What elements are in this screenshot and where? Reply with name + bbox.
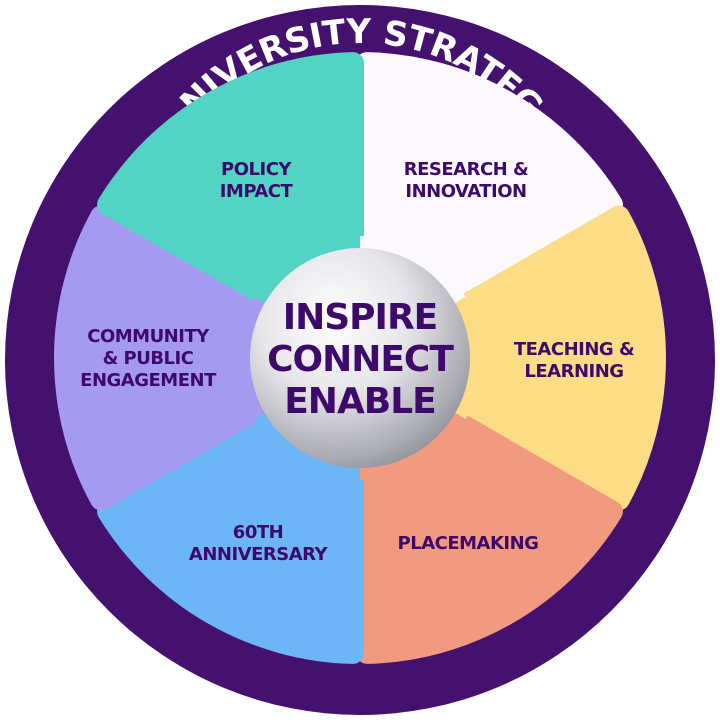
segment-label-line: POLICY xyxy=(221,159,292,180)
segments: RESEARCH &INNOVATION TEACHING &LEARNING PL… xyxy=(54,52,666,664)
segment-label-research-innovation: RESEARCH &INNOVATION xyxy=(404,159,528,202)
segment-label-line: RESEARCH & xyxy=(404,159,528,180)
segment-label-line: ENGAGEMENT xyxy=(80,370,217,391)
center-label-line: INSPIRE xyxy=(283,297,438,338)
segment-label-line: INNOVATION xyxy=(405,181,526,202)
segment-label-line: & PUBLIC xyxy=(103,348,194,369)
segment-label-line: LEARNING xyxy=(524,361,623,382)
center-sphere xyxy=(250,248,470,468)
segment-label-teaching-learning: TEACHING &LEARNING xyxy=(514,339,634,382)
segment-label-line: ANNIVERSARY xyxy=(189,544,329,565)
segment-label-line: TEACHING & xyxy=(514,339,634,360)
center-label-line: CONNECT xyxy=(267,339,454,380)
center-label-line: ENABLE xyxy=(284,381,436,422)
segment-label-line: COMMUNITY xyxy=(87,326,210,347)
segment-label-line: IMPACT xyxy=(220,181,294,202)
segment-label-placemaking: PLACEMAKING xyxy=(398,533,539,554)
segment-label-line: 60TH xyxy=(233,522,283,543)
segment-label-line: PLACEMAKING xyxy=(398,533,539,554)
